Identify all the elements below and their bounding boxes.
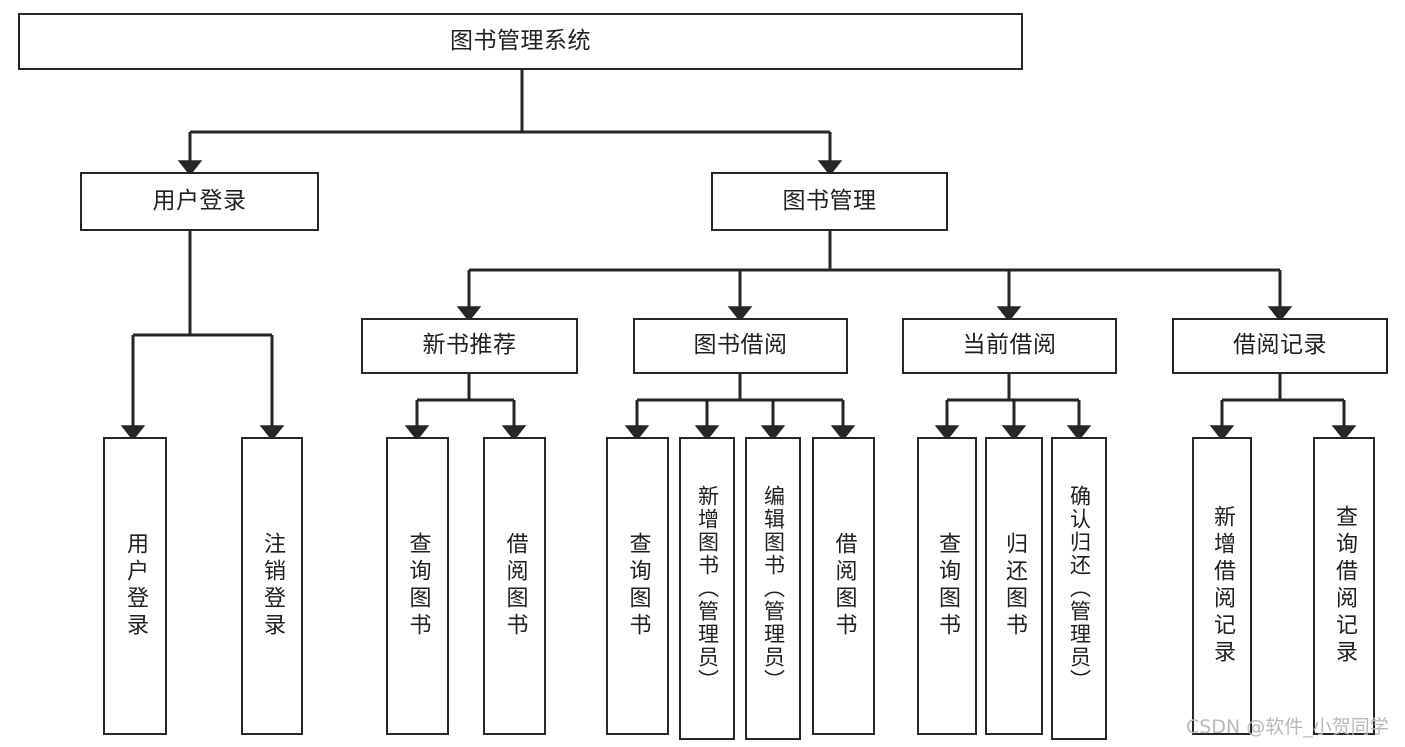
node-leaf-return-book-label: 归还图书	[1002, 532, 1027, 640]
node-leaf-confirm-return-label: 确认归还（管理员）	[1067, 485, 1092, 692]
node-leaf-user-login[interactable]: 用户登录	[103, 437, 167, 735]
node-leaf-add-record-label: 新增借阅记录	[1210, 505, 1235, 667]
node-leaf-borrow-book-2-label: 借阅图书	[831, 532, 857, 640]
csdn-watermark: CSDN @软件_小贺同学	[1186, 716, 1389, 738]
node-new-book-recommend[interactable]: 新书推荐	[361, 318, 578, 374]
node-leaf-user-login-label: 用户登录	[123, 532, 148, 640]
node-leaf-edit-book-label: 编辑图书（管理员）	[761, 485, 786, 692]
node-book-borrow[interactable]: 图书借阅	[633, 318, 848, 374]
node-leaf-query-record-label: 查询借阅记录	[1332, 505, 1357, 667]
node-leaf-add-book[interactable]: 新增图书（管理员）	[679, 437, 735, 740]
node-root[interactable]: 图书管理系统	[18, 13, 1023, 70]
node-leaf-query-book-1[interactable]: 查询图书	[386, 437, 449, 735]
node-leaf-add-record[interactable]: 新增借阅记录	[1192, 437, 1252, 735]
node-leaf-borrow-book-2[interactable]: 借阅图书	[812, 437, 875, 735]
node-leaf-borrow-book-1-label: 借阅图书	[502, 532, 528, 640]
node-leaf-query-book-3[interactable]: 查询图书	[917, 437, 977, 735]
node-leaf-add-book-label: 新增图书（管理员）	[695, 485, 720, 692]
node-leaf-query-book-1-label: 查询图书	[405, 532, 431, 640]
node-leaf-logout-label: 注销登录	[260, 532, 285, 640]
node-new-book-recommend-label: 新书推荐	[422, 332, 517, 359]
node-leaf-logout[interactable]: 注销登录	[241, 437, 303, 735]
node-leaf-edit-book[interactable]: 编辑图书（管理员）	[745, 437, 801, 740]
node-borrow-record[interactable]: 借阅记录	[1172, 318, 1388, 374]
node-user-login-label: 用户登录	[152, 187, 247, 214]
node-leaf-query-record[interactable]: 查询借阅记录	[1313, 437, 1375, 735]
node-book-management-label: 图书管理	[782, 187, 877, 214]
node-root-label: 图书管理系统	[450, 27, 591, 54]
node-leaf-borrow-book-1[interactable]: 借阅图书	[483, 437, 546, 735]
node-current-borrow-label: 当前借阅	[962, 332, 1057, 359]
node-leaf-return-book[interactable]: 归还图书	[985, 437, 1043, 735]
node-user-login[interactable]: 用户登录	[80, 172, 319, 231]
node-leaf-query-book-2[interactable]: 查询图书	[606, 437, 669, 735]
node-leaf-confirm-return[interactable]: 确认归还（管理员）	[1051, 437, 1107, 740]
node-leaf-query-book-3-label: 查询图书	[935, 532, 960, 640]
node-borrow-record-label: 借阅记录	[1233, 332, 1327, 359]
node-current-borrow[interactable]: 当前借阅	[902, 318, 1117, 374]
node-book-management[interactable]: 图书管理	[711, 172, 948, 231]
node-book-borrow-label: 图书借阅	[693, 332, 788, 359]
node-leaf-query-book-2-label: 查询图书	[625, 532, 651, 640]
